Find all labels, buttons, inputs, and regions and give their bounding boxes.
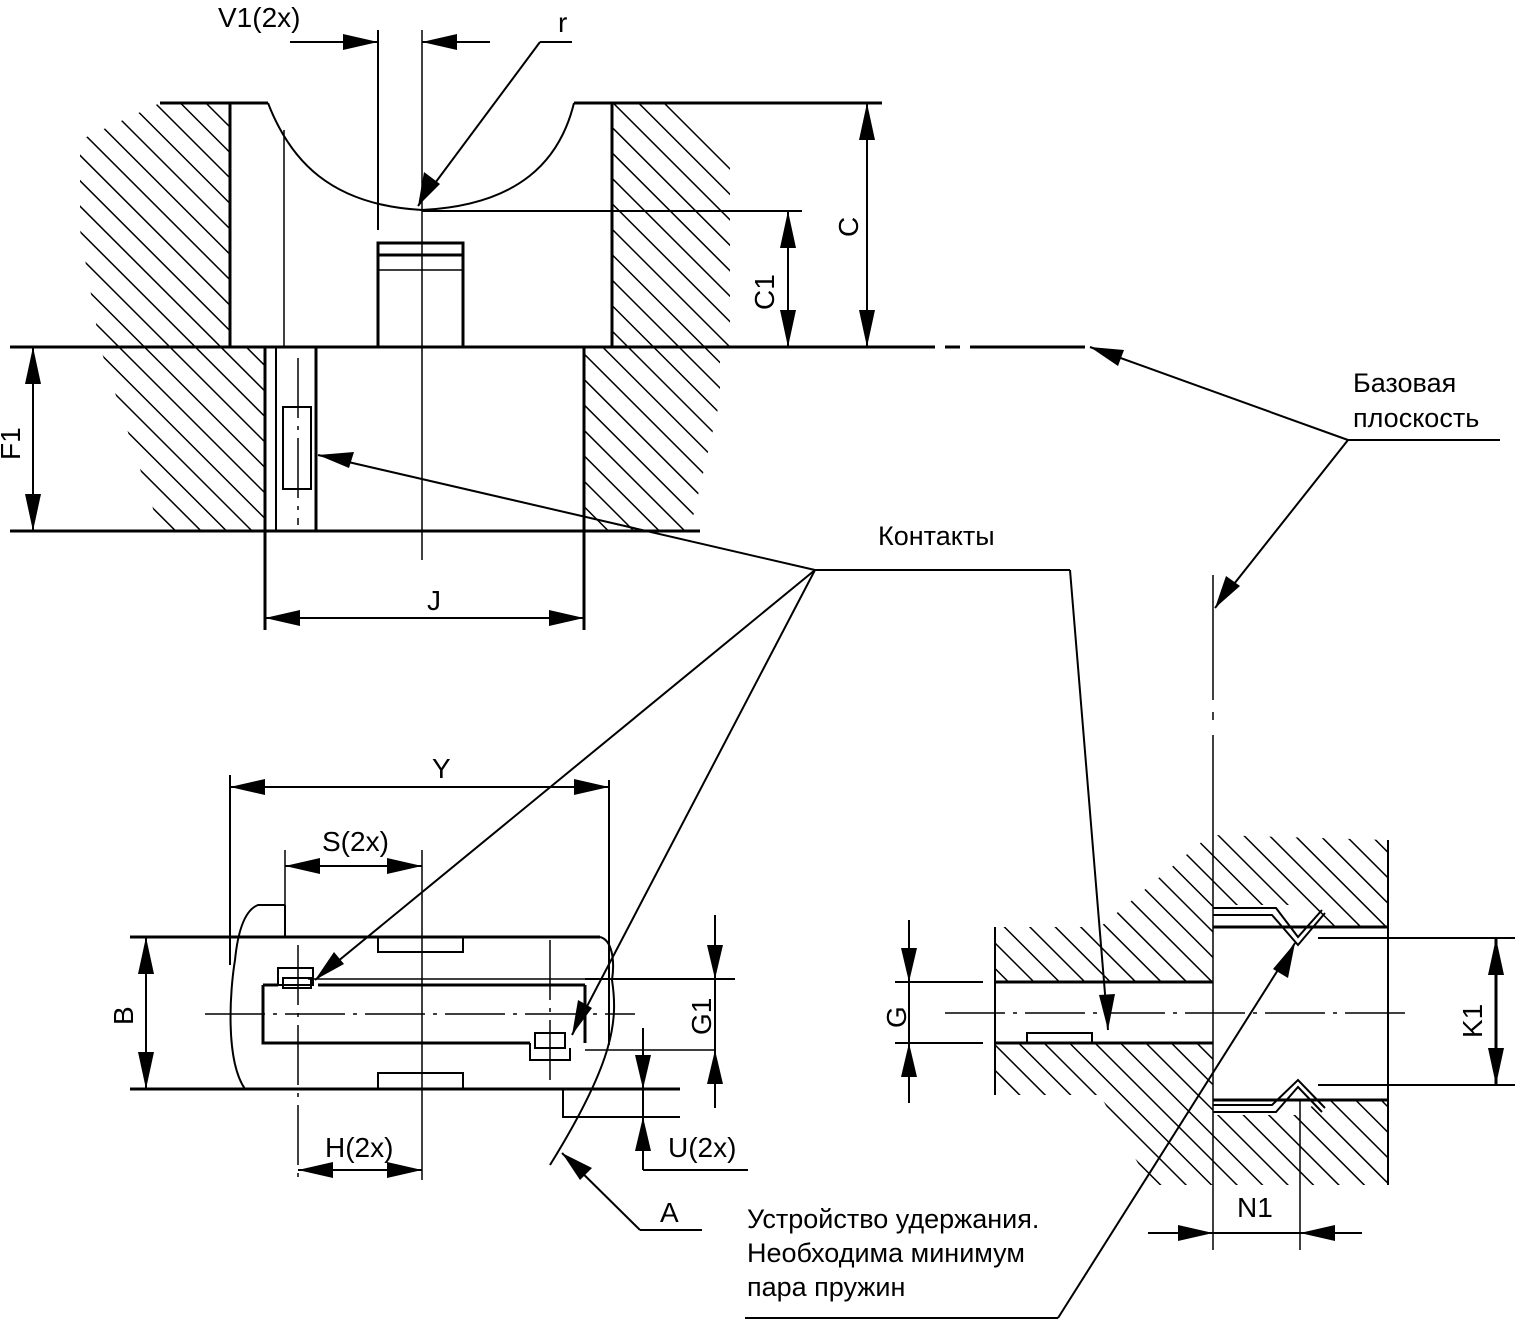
reference-plane-callout: Базовая плоскость <box>1089 346 1500 1250</box>
dim-j-label: J <box>427 585 441 616</box>
reference-plane-label-line2: плоскость <box>1353 403 1479 433</box>
dim-r-label: r <box>558 7 567 38</box>
dim-s-label: S(2x) <box>322 826 389 857</box>
dim-y-label: Y <box>432 753 451 784</box>
dim-v1-label: V1(2x) <box>218 2 300 33</box>
retention-label-line2: Необходима минимум <box>747 1238 1025 1268</box>
dim-g1-label: G1 <box>686 998 717 1035</box>
dim-b-label: B <box>108 1006 139 1025</box>
hatch-connector-top <box>995 835 1213 982</box>
dim-h-label: H(2x) <box>325 1132 393 1163</box>
bottom-right-view: G K1 N1 <box>881 835 1515 1250</box>
hatch-bottom-right <box>584 347 720 530</box>
dim-c1-label: C1 <box>749 274 780 310</box>
dim-c-label: C <box>833 217 864 237</box>
bottom-left-view: Y S(2x) B G1 U(2x) H(2x) A <box>108 753 748 1231</box>
retention-callout: Устройство удержания. Необходима минимум… <box>745 942 1296 1319</box>
hatch-bottom-left <box>100 347 265 530</box>
dim-f1-label: F1 <box>0 427 26 460</box>
dim-g-label: G <box>881 1006 912 1028</box>
contacts-callout: Контакты <box>314 452 1115 1036</box>
hatch-top-right <box>612 103 730 347</box>
dim-u-label: U(2x) <box>668 1132 736 1163</box>
retention-label-line1: Устройство удержания. <box>747 1204 1039 1234</box>
hatch-connector-bottom <box>995 1043 1213 1185</box>
contacts-label: Контакты <box>878 521 995 551</box>
retention-label-line3: пара пружин <box>747 1272 905 1302</box>
dim-a-label: A <box>660 1197 679 1228</box>
dim-k1-label: K1 <box>1457 1004 1488 1038</box>
dim-n1-label: N1 <box>1237 1192 1273 1223</box>
top-view: V1(2x) r C1 C F1 J <box>0 2 1085 630</box>
hatch-socket-top <box>1213 835 1388 927</box>
hatch-top-left <box>80 103 230 347</box>
reference-plane-label-line1: Базовая <box>1353 368 1456 398</box>
